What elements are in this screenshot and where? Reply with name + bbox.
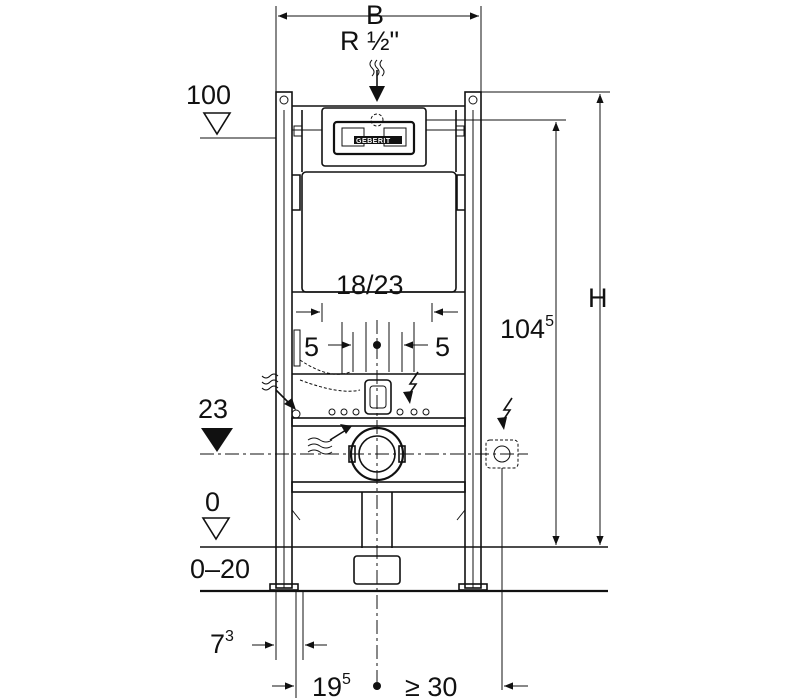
svg-text:195: 195	[312, 671, 351, 700]
label-supply-pipe: R ½"	[340, 26, 399, 56]
water-supply-icon	[369, 59, 385, 102]
drain-pipe	[348, 320, 406, 690]
dimension-h: H	[481, 91, 610, 545]
label-spacing-center: 18/23	[336, 270, 404, 300]
label-bottom-left: 19	[312, 672, 342, 700]
level-marker-0: 0 0–20	[190, 487, 608, 593]
level-marker-100: 100	[186, 80, 276, 139]
level-marker-23: 23	[198, 394, 525, 455]
dimension-5-right: 5	[404, 332, 450, 362]
label-offset-left-sup: 3	[225, 628, 234, 645]
label-level-100: 100	[186, 80, 231, 110]
label-overall-height: H	[588, 283, 608, 313]
label-spacing-right: 5	[435, 332, 450, 362]
dimension-18-23: 18/23	[296, 270, 458, 322]
electrical-outlet	[485, 397, 528, 690]
label-spacing-left: 5	[304, 332, 319, 362]
svg-text:1045: 1045	[500, 313, 554, 344]
label-level-0: 0	[205, 487, 220, 517]
dimension-104-5: 1045	[500, 122, 560, 545]
label-frame-height: 104	[500, 314, 545, 344]
label-bottom-left-sup: 5	[342, 671, 351, 688]
label-offset-left: 7	[210, 629, 225, 659]
svg-text:73: 73	[210, 628, 234, 659]
water-symbol-left	[261, 373, 296, 410]
label-level-23: 23	[198, 394, 228, 424]
dimension-b: B R ½"	[275, 0, 482, 92]
label-b: B	[366, 0, 384, 30]
dimension-5-left: 5	[304, 332, 351, 362]
internal-pipes	[291, 322, 430, 419]
dimension-7-3: 73	[210, 592, 327, 660]
dimension-bottom: 195 ≥ 30	[272, 592, 528, 700]
logo-text: GEBERIT	[356, 138, 391, 145]
label-bottom-right: ≥ 30	[405, 672, 457, 700]
flush-plate: GEBERIT	[321, 107, 566, 167]
label-floor-range: 0–20	[190, 554, 250, 584]
water-symbol-lower	[307, 424, 352, 455]
electric-symbol-inner	[403, 371, 419, 404]
label-frame-height-sup: 5	[545, 313, 554, 330]
